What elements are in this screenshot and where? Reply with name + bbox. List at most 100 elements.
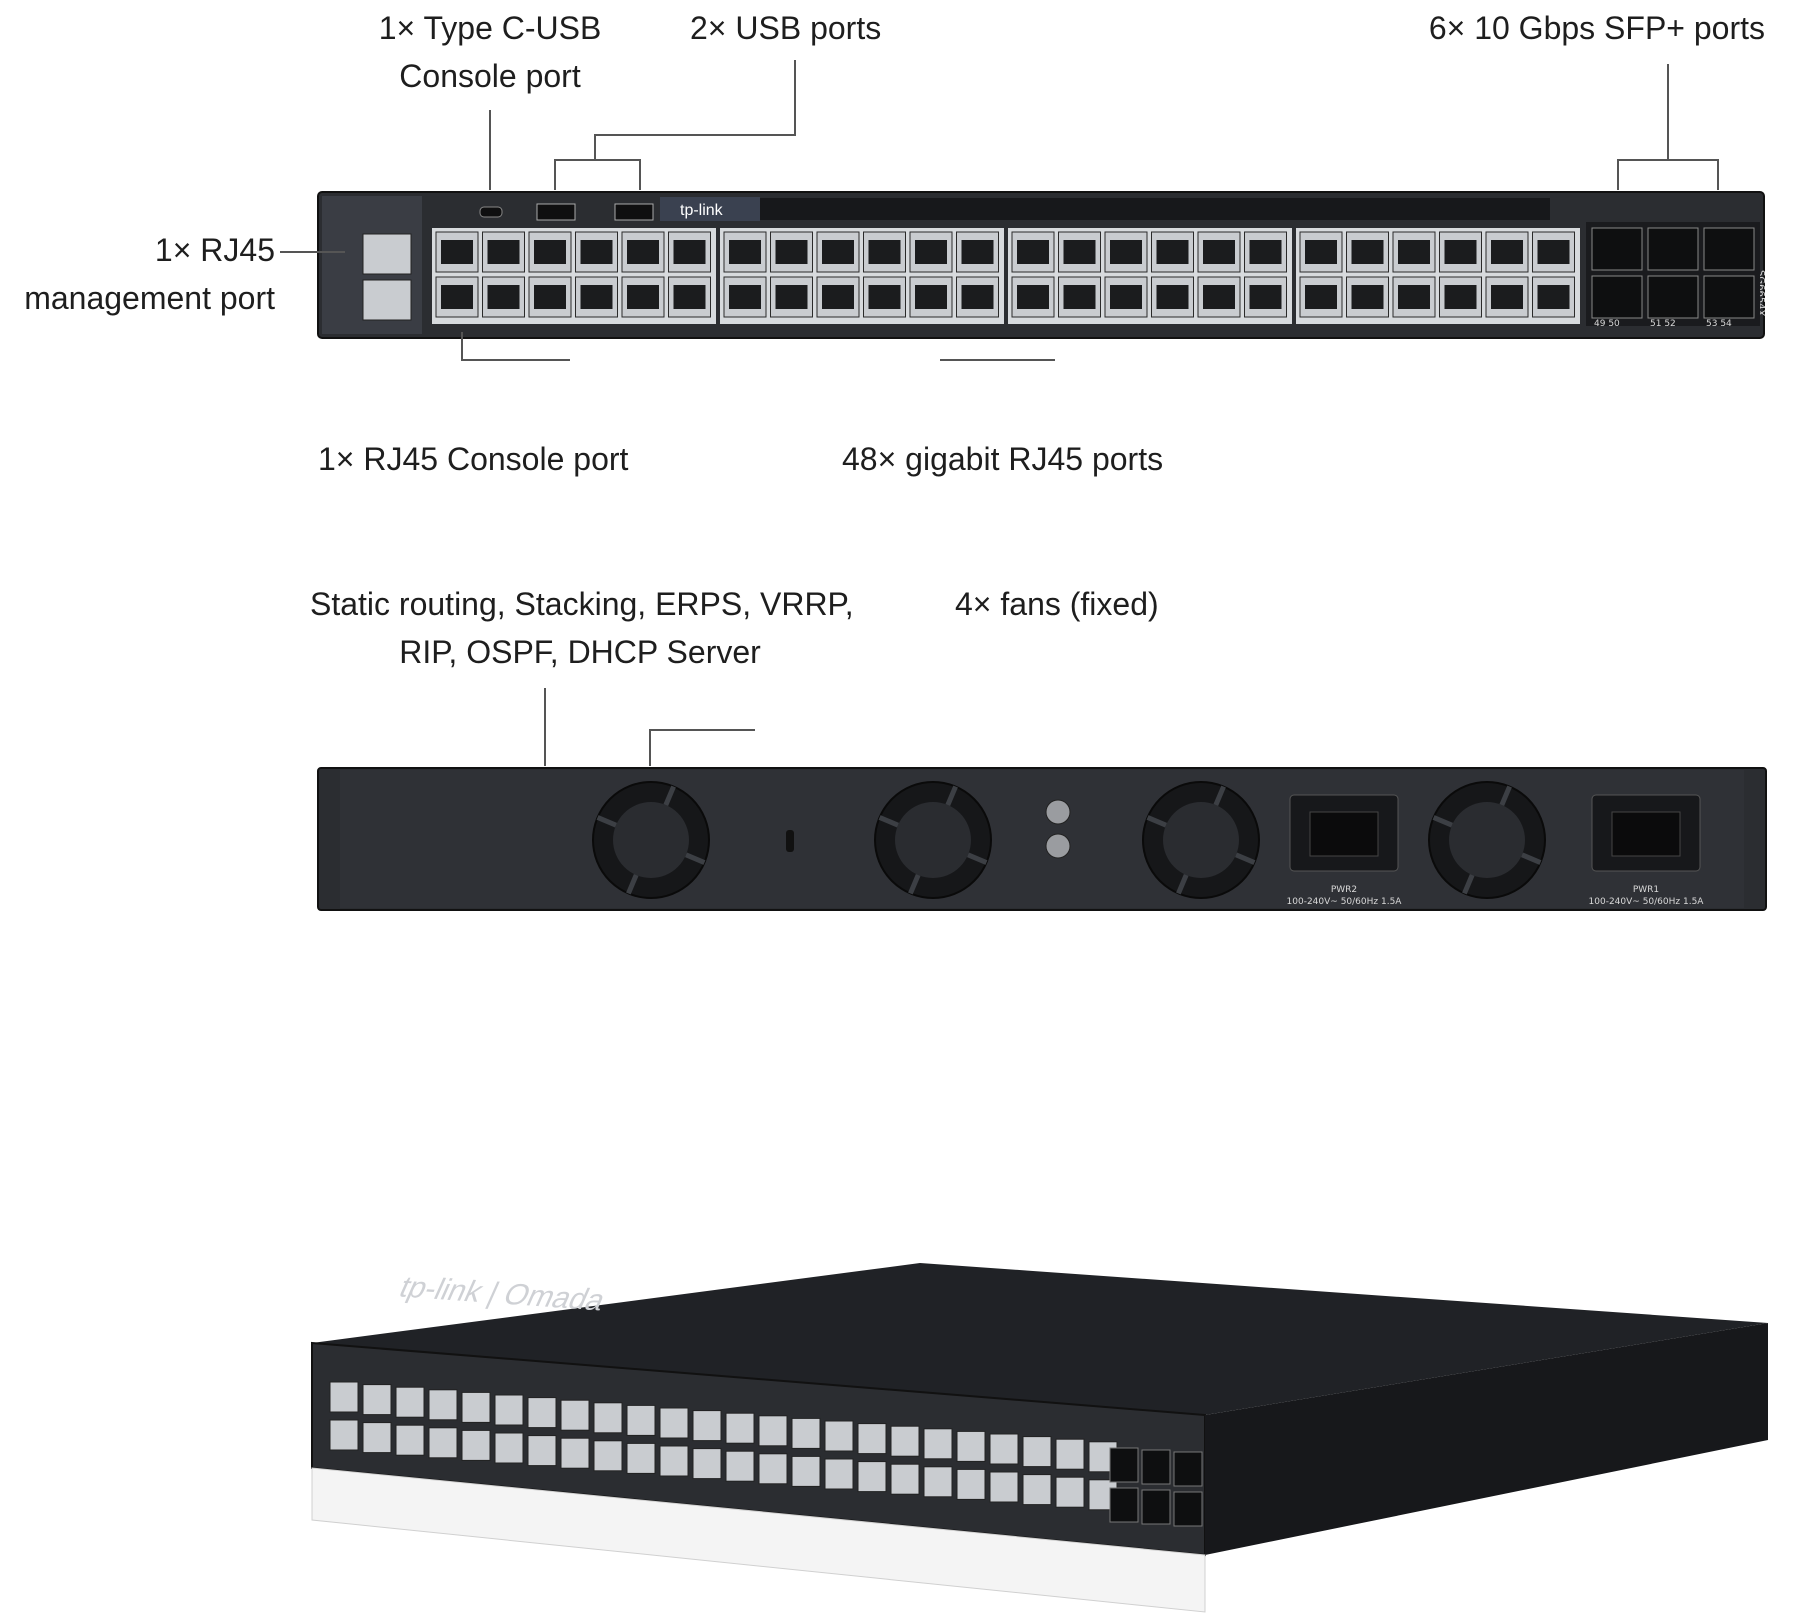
- perspective-rj45-port: [989, 1433, 1019, 1465]
- rj45-port-opening: [1351, 285, 1384, 309]
- rj45-port-opening: [915, 240, 947, 264]
- perspective-rj45-port: [923, 1428, 953, 1460]
- rj45-port-opening: [1351, 240, 1384, 264]
- rj45-port-opening: [822, 240, 854, 264]
- rj45-port-opening: [1063, 285, 1096, 309]
- perspective-sfp-port: [1173, 1451, 1203, 1487]
- rj45-port-opening: [1017, 285, 1049, 309]
- mgmt-rj45-port: [362, 233, 412, 275]
- sfp-ports-label: 6× 10 Gbps SFP+ ports: [1428, 10, 1765, 46]
- mgmt-port-label-line2: management port: [24, 280, 275, 316]
- sfp-port: [1647, 227, 1699, 271]
- rj45-port-opening: [580, 240, 613, 264]
- perspective-rj45-port: [428, 1389, 458, 1421]
- psu-rating: 100-240V~ 50/60Hz 1.5A: [1287, 897, 1403, 907]
- rj45-port-opening: [775, 240, 808, 264]
- rj45-port-opening: [915, 285, 947, 309]
- fan-spoke: [1146, 815, 1167, 828]
- rj45-port-opening: [487, 285, 520, 309]
- perspective-sfp-port: [1141, 1449, 1171, 1485]
- perspective-rj45-port: [890, 1425, 920, 1457]
- rj45-port-opening: [1249, 285, 1282, 309]
- rj45-port-opening: [627, 285, 659, 309]
- perspective-rj45-port: [461, 1391, 491, 1423]
- perspective-top: [312, 1263, 1768, 1415]
- perspective-rj45-port: [1022, 1436, 1052, 1468]
- rj45-port-opening: [1063, 240, 1096, 264]
- fan-spoke: [967, 852, 988, 865]
- type-c-console-label-line2: Console port: [399, 58, 581, 94]
- psu-name: PWR1: [1633, 885, 1659, 895]
- rj45-port-opening: [1398, 240, 1430, 264]
- rj45-port-opening: [1398, 285, 1430, 309]
- perspective-rj45-port: [857, 1461, 887, 1493]
- rj45-port-opening: [868, 240, 901, 264]
- ground-screw-2: [1045, 833, 1071, 859]
- perspective-rj45-port: [329, 1419, 359, 1451]
- rj45-port-opening: [627, 240, 659, 264]
- perspective-rj45-port: [395, 1424, 425, 1456]
- console-rj45-port: [362, 279, 412, 321]
- perspective-rj45-port: [362, 1384, 392, 1416]
- rj45-port-opening: [673, 240, 706, 264]
- rj45-port-opening: [673, 285, 706, 309]
- sfp-port: [1703, 275, 1755, 319]
- usb-ports-label: 2× USB ports: [690, 10, 882, 46]
- perspective-rj45-port: [758, 1453, 788, 1485]
- rj45-port-opening: [1110, 240, 1142, 264]
- rj45-port-opening: [580, 285, 613, 309]
- fan-spoke: [908, 874, 921, 895]
- perspective-rj45-port: [659, 1445, 689, 1477]
- perspective-rj45-port: [758, 1415, 788, 1447]
- rj45-port-opening: [1156, 240, 1189, 264]
- psu-rating: 100-240V~ 50/60Hz 1.5A: [1589, 897, 1705, 907]
- fan-spoke: [1432, 815, 1453, 828]
- fan-spoke: [1213, 785, 1226, 806]
- perspective-sfp-port: [1173, 1491, 1203, 1527]
- fan-spoke: [685, 852, 706, 865]
- rj45-port-opening: [441, 285, 473, 309]
- rj45-port-opening: [441, 240, 473, 264]
- mgmt-port-label-line1: 1× RJ45: [154, 232, 275, 268]
- sfp-port-number: 51 52: [1650, 319, 1676, 329]
- perspective-rj45-port: [725, 1450, 755, 1482]
- rj45-port-opening: [775, 285, 808, 309]
- fan-spoke: [1176, 874, 1189, 895]
- kensington-lock: [786, 830, 794, 852]
- sfp-port: [1591, 275, 1643, 319]
- rj45-port-opening: [1444, 285, 1477, 309]
- rj45-port-opening: [1156, 285, 1189, 309]
- rj45-port-opening: [1017, 240, 1049, 264]
- type-c-console-port: [479, 206, 503, 218]
- rj45-port-opening: [729, 240, 761, 264]
- model-label: SG6654X: [1755, 270, 1766, 317]
- sfp-port: [1703, 227, 1755, 271]
- sfp-port: [1591, 227, 1643, 271]
- fans-label: 4× fans (fixed): [955, 586, 1159, 622]
- rj45-port-opening: [1537, 285, 1570, 309]
- rj45-port-opening: [534, 285, 566, 309]
- perspective-rj45-port: [494, 1394, 524, 1426]
- rear-power-inlets: PWR2 100-240V~ 50/60Hz 1.5A PWR1 100-240V~ …: [1287, 794, 1705, 907]
- perspective-rj45-port: [791, 1455, 821, 1487]
- perspective-logo: tp-link | Omada: [394, 1270, 612, 1317]
- fan-hub: [1163, 802, 1239, 878]
- perspective-side: [1205, 1323, 1768, 1555]
- rear-fans: [592, 781, 1546, 899]
- front-rj45-ports: [432, 228, 1580, 324]
- fan-spoke: [1462, 874, 1475, 895]
- perspective-rj45-port: [824, 1420, 854, 1452]
- type-c-console-label-line1: 1× Type C-USB: [378, 10, 602, 46]
- perspective-sfp-port: [1141, 1489, 1171, 1525]
- perspective-rj45-port: [527, 1435, 557, 1467]
- rj45-port-opening: [961, 240, 994, 264]
- psu-name: PWR2: [1331, 885, 1357, 895]
- power-inlet-socket: [1611, 811, 1681, 857]
- fan-spoke: [1235, 852, 1256, 865]
- rj45-console-label: 1× RJ45 Console port: [318, 441, 629, 477]
- perspective-rj45-port: [857, 1423, 887, 1455]
